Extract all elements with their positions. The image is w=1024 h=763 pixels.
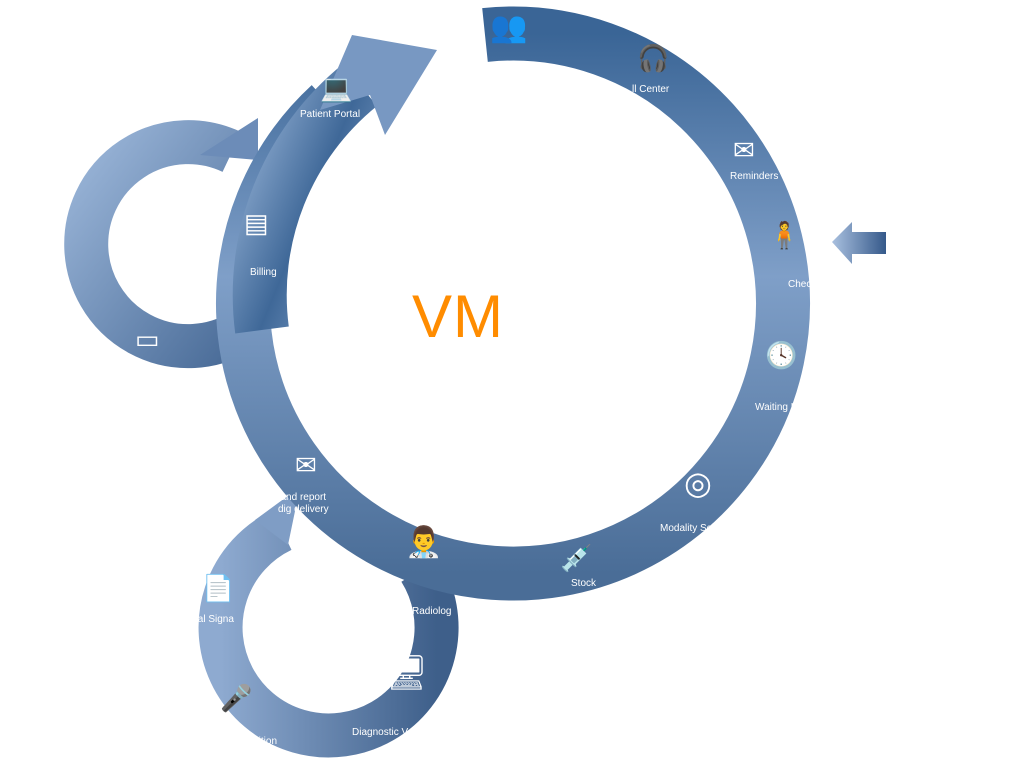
- step-label: ll Center: [632, 84, 670, 95]
- step-label: Billing: [250, 267, 277, 278]
- left-cycle-ring: [64, 118, 258, 369]
- call-center-icon: 🎧: [637, 43, 670, 73]
- signature-document-icon: 📄: [202, 573, 235, 603]
- microphone-icon: 🎤: [220, 683, 253, 713]
- step-label: Diagnostic V: [352, 727, 409, 738]
- waiting-clock-icon: 🕓: [765, 340, 798, 370]
- diagram-title: VM: [412, 283, 504, 350]
- left-ring-arrowhead: [200, 118, 258, 160]
- step-label: Modality Sch: [660, 523, 718, 534]
- syringe-icon: 💉: [560, 543, 593, 573]
- bottom-ring-arrowhead: [255, 487, 300, 545]
- step-label: eports: [35, 268, 63, 279]
- step-label: Check I: [788, 279, 822, 290]
- main-ring-arrowhead: [320, 35, 437, 135]
- mri-scanner-icon: ◎: [684, 465, 712, 501]
- email-icon: ✉: [295, 450, 317, 480]
- check-payment-icon: ▭: [135, 324, 160, 354]
- email-icon: ✉: [733, 135, 755, 165]
- step-label-line1: and report: [280, 492, 327, 503]
- reception-desk-icon: 🧍: [768, 220, 801, 250]
- patient-portal-icon: 💻: [320, 73, 353, 103]
- step-label-line2: dig delivery: [278, 504, 329, 515]
- checklist-icon: ☑: [35, 216, 59, 246]
- step-label: Patient Portal: [300, 109, 361, 120]
- step-label: Waiting Li: [755, 402, 799, 413]
- step-label: tal Signa: [195, 614, 234, 625]
- step-label: Radiolog: [412, 606, 452, 617]
- monitors-icon: 🖥: [385, 654, 429, 692]
- credit-card-icon: ▤: [244, 208, 269, 238]
- bar-chart-icon: ▥: [117, 100, 142, 130]
- entry-arrow: [832, 222, 886, 264]
- step-label: ognition: [242, 736, 278, 747]
- bottom-cycle-ring: [198, 487, 459, 758]
- team-icon: 👥: [490, 11, 528, 44]
- step-label: Stock: [571, 578, 597, 589]
- step-label: Reminders: [730, 171, 779, 182]
- doctor-icon: 👨‍⚕️: [405, 526, 443, 559]
- main-cycle-ring: [216, 6, 810, 601]
